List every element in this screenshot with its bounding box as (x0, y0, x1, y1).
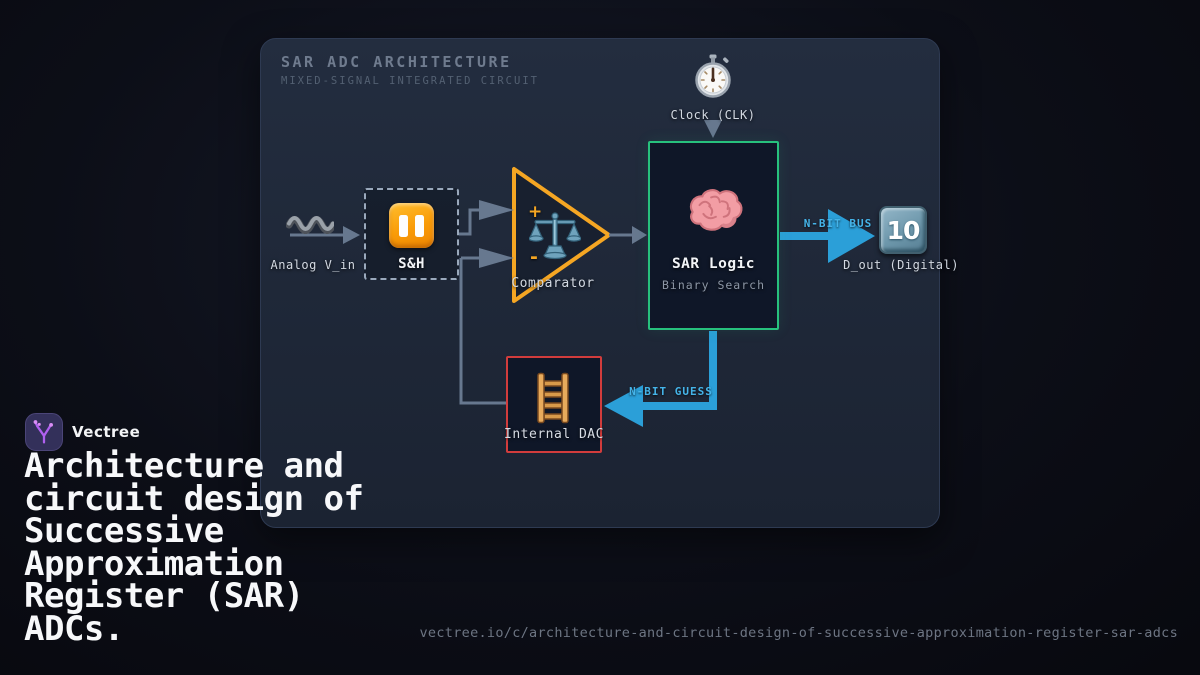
stopwatch-icon (690, 54, 736, 100)
pause-bar-right (415, 214, 424, 237)
keycap-ten-icon: 10 (879, 206, 927, 254)
gray-arrowheads (343, 120, 722, 268)
nbit-bus-arrowhead (828, 209, 875, 263)
footer-url: vectree.io/c/architecture-and-circuit-de… (419, 625, 1178, 641)
panel-title: SAR ADC ARCHITECTURE (281, 53, 512, 71)
comparator-plus-arrowhead (479, 200, 514, 220)
pause-icon (389, 203, 434, 248)
analog-input-label: Analog V_in (270, 258, 356, 272)
comparator-minus-sign: - (530, 246, 538, 268)
blue-wires (604, 209, 875, 427)
panel-subtitle: MIXED-SIGNAL INTEGRATED CIRCUIT (281, 75, 539, 87)
headline-title: Architecture and circuit design of Succe… (24, 446, 364, 649)
wave-icon (286, 212, 334, 236)
digital-output-label: D_out (Digital) (843, 258, 959, 272)
comparator-out-arrowhead (632, 226, 647, 244)
comparator-triangle (512, 167, 611, 303)
comparator-plus-sign: + (528, 202, 543, 222)
comparator-minus-arrowhead (479, 248, 514, 268)
nbit-guess-arrowhead (604, 385, 643, 427)
sar-logic-block (648, 141, 779, 330)
pause-bar-left (399, 214, 408, 237)
brain-icon (683, 184, 745, 236)
sar-logic-label: SAR Logic (671, 256, 756, 272)
vectree-logo-icon (33, 420, 53, 444)
gray-wires (290, 208, 632, 405)
nbit-bus-label: N-BIT BUS (803, 217, 873, 230)
internal-dac-label: Internal DAC (504, 427, 604, 442)
input-arrowhead (343, 226, 360, 244)
clock-label: Clock (CLK) (670, 108, 756, 122)
keycap-ten-value: 10 (886, 215, 921, 245)
nbit-guess-label: N-BIT GUESS (629, 385, 713, 398)
comparator-label: Comparator (511, 276, 595, 291)
vectree-logo (25, 413, 63, 451)
clock-arrowhead (704, 120, 722, 138)
brand-name: Vectree (72, 423, 141, 441)
ladder-icon (533, 372, 573, 424)
sar-logic-sublabel: Binary Search (661, 278, 765, 292)
sample-hold-label: S&H (398, 256, 425, 272)
balance-scale-icon (529, 210, 581, 260)
